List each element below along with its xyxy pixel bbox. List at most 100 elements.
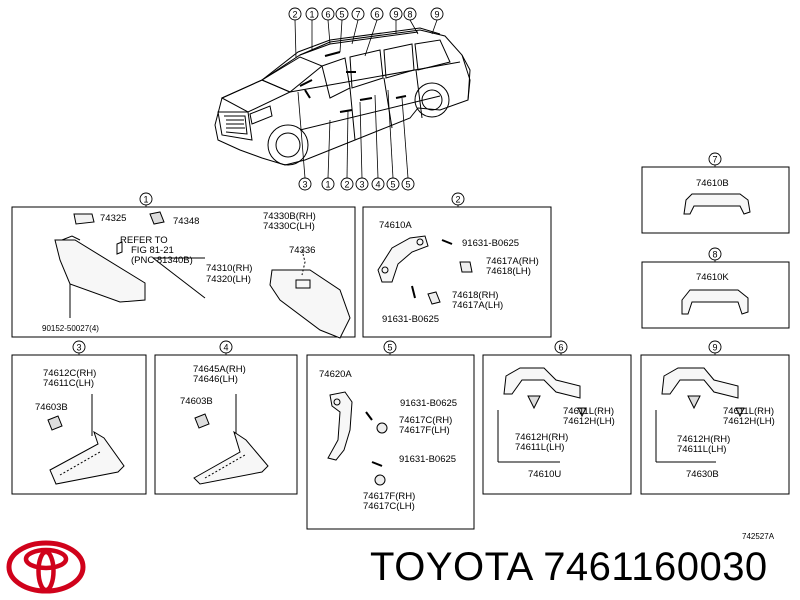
part-label: 74325	[100, 213, 126, 224]
part-label: 74611C(LH)	[43, 378, 94, 389]
callout-circle	[430, 7, 444, 21]
vehicle-leader-lines	[294, 19, 438, 179]
callout-circle	[219, 340, 233, 354]
part-label: 74618(RH)	[452, 290, 498, 301]
callout-number: 7	[355, 9, 360, 19]
vehicle-callout-top: 2	[288, 7, 302, 21]
callout-number: 1	[143, 194, 148, 204]
callout-circle	[305, 7, 319, 21]
panel-callout: 4	[219, 340, 233, 354]
panel-callout: 6	[554, 340, 568, 354]
callout-number: 6	[325, 9, 330, 19]
part-label: 74611L(LH)	[677, 444, 726, 455]
callout-circle	[288, 7, 302, 21]
vehicle-callout-top: 6	[321, 7, 335, 21]
part-label: 74336	[289, 245, 315, 256]
vehicle-callout-top: 7	[351, 7, 365, 21]
callout-circle	[708, 340, 722, 354]
callout-circle	[321, 7, 335, 21]
callout-circle	[340, 177, 354, 191]
part-label: 74310(RH)	[206, 263, 252, 274]
part-label: FIG 81-21	[131, 245, 174, 256]
callout-number: 1	[309, 9, 314, 19]
callout-circle	[386, 177, 400, 191]
part-label: 91631-B0625	[399, 454, 456, 465]
callout-number: 2	[292, 9, 297, 19]
callout-circle	[298, 177, 312, 191]
part-number: 7461160030	[543, 545, 768, 589]
callout-circle	[383, 340, 397, 354]
callout-number: 9	[434, 9, 439, 19]
vehicle-callout-top: 9	[430, 7, 444, 21]
callout-circle	[554, 340, 568, 354]
part-label: 91631-B0625	[400, 398, 457, 409]
part-label: 74645A(RH)	[193, 364, 246, 375]
vehicle-callout-top: 9	[389, 7, 403, 21]
callout-circle	[451, 192, 465, 206]
part-label: 74617C(LH)	[363, 501, 415, 512]
part-label: 74612C(RH)	[43, 368, 96, 379]
callout-circle	[401, 177, 415, 191]
part-title: TOYOTA 7461160030	[370, 545, 768, 590]
callout-number: 2	[455, 194, 460, 204]
vehicle-callout-bottom: 5	[401, 177, 415, 191]
vehicle-callout-top: 1	[305, 7, 319, 21]
callout-number: 5	[387, 342, 392, 352]
callout-number: 8	[407, 9, 412, 19]
callout-number: 3	[302, 179, 307, 189]
part-label: 74617C(RH)	[399, 415, 452, 426]
brand-name: TOYOTA	[370, 545, 532, 589]
vehicle-callout-top: 8	[403, 7, 417, 21]
part-label: 91631-B0625	[462, 238, 519, 249]
vehicle-callout-top: 5	[335, 7, 349, 21]
panel-callout: 3	[72, 340, 86, 354]
callout-number: 9	[712, 342, 717, 352]
part-label: 74611L(RH)	[723, 406, 774, 417]
callout-number: 6	[374, 9, 379, 19]
vehicle-callout-bottom: 5	[386, 177, 400, 191]
vehicle-callout-bottom: 1	[321, 177, 335, 191]
part-label: 74611L(LH)	[515, 442, 564, 453]
part-label: 74617A(LH)	[452, 300, 503, 311]
part-label: REFER TO	[120, 235, 168, 246]
callout-number: 5	[390, 179, 395, 189]
vehicle-callout-bottom: 3	[298, 177, 312, 191]
callout-circle	[321, 177, 335, 191]
part-label: 74612H(RH)	[515, 432, 568, 443]
part-label: 74330B(RH)	[263, 211, 316, 222]
callout-circle	[389, 7, 403, 21]
part-label: 74320(LH)	[206, 274, 251, 285]
diagram-id: 742527A	[742, 532, 775, 541]
callout-number: 1	[325, 179, 330, 189]
vehicle-illustration	[214, 27, 471, 166]
panel-callout: 7	[708, 152, 722, 166]
callout-number: 3	[76, 342, 81, 352]
part-label: 74603B	[35, 402, 68, 413]
part-label: 74617F(LH)	[399, 425, 450, 436]
panel-callout: 2	[451, 192, 465, 206]
callout-circle	[351, 7, 365, 21]
panel-callout: 5	[383, 340, 397, 354]
panel-callout: 1	[139, 192, 153, 206]
callout-number: 5	[405, 179, 410, 189]
callout-number: 4	[223, 342, 228, 352]
part-label: 74610B	[696, 178, 729, 189]
part-label: 74617F(RH)	[363, 491, 415, 502]
callout-circle	[370, 7, 384, 21]
panel-callout: 9	[708, 340, 722, 354]
part-label: 74618(LH)	[486, 266, 531, 277]
part-label: 74348	[173, 216, 199, 227]
callout-number: 7	[712, 154, 717, 164]
toyota-logo-icon	[6, 540, 86, 594]
callout-number: 8	[712, 249, 717, 259]
part-label: 74646(LH)	[193, 374, 238, 385]
part-label: 74610U	[528, 469, 561, 480]
callout-number: 4	[375, 179, 380, 189]
callout-number: 6	[558, 342, 563, 352]
part-label: 90152-50027(4)	[42, 324, 99, 333]
callout-circle	[403, 7, 417, 21]
